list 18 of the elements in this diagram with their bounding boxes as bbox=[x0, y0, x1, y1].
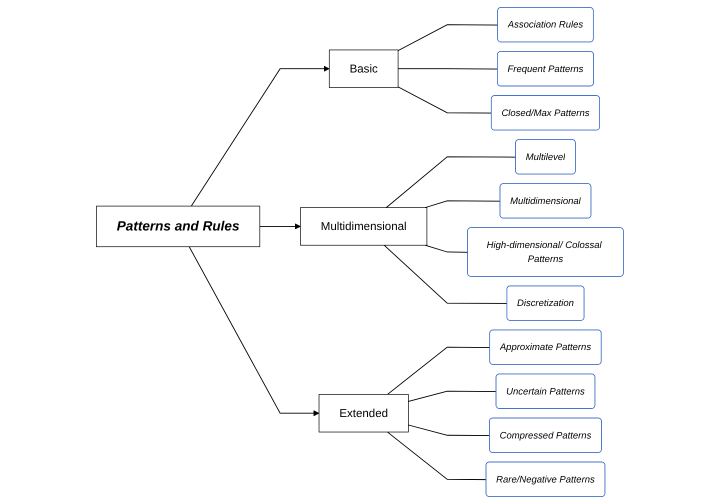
connector bbox=[385, 156, 516, 208]
connector bbox=[408, 424, 490, 436]
connector bbox=[397, 68, 498, 70]
connector bbox=[397, 86, 492, 114]
connector bbox=[397, 24, 498, 52]
arrow bbox=[188, 246, 319, 416]
node-box: Basic bbox=[328, 50, 398, 88]
connector bbox=[424, 244, 468, 253]
node-box: Extended bbox=[318, 394, 408, 432]
connector bbox=[386, 432, 486, 480]
connector bbox=[386, 346, 490, 395]
connector bbox=[408, 390, 496, 402]
node-box: Multidimensional bbox=[300, 207, 427, 246]
connector bbox=[383, 244, 508, 304]
connector bbox=[424, 200, 500, 208]
node-box: Patterns and Rules bbox=[96, 206, 260, 248]
arrow bbox=[258, 223, 300, 230]
arrow bbox=[190, 66, 330, 207]
